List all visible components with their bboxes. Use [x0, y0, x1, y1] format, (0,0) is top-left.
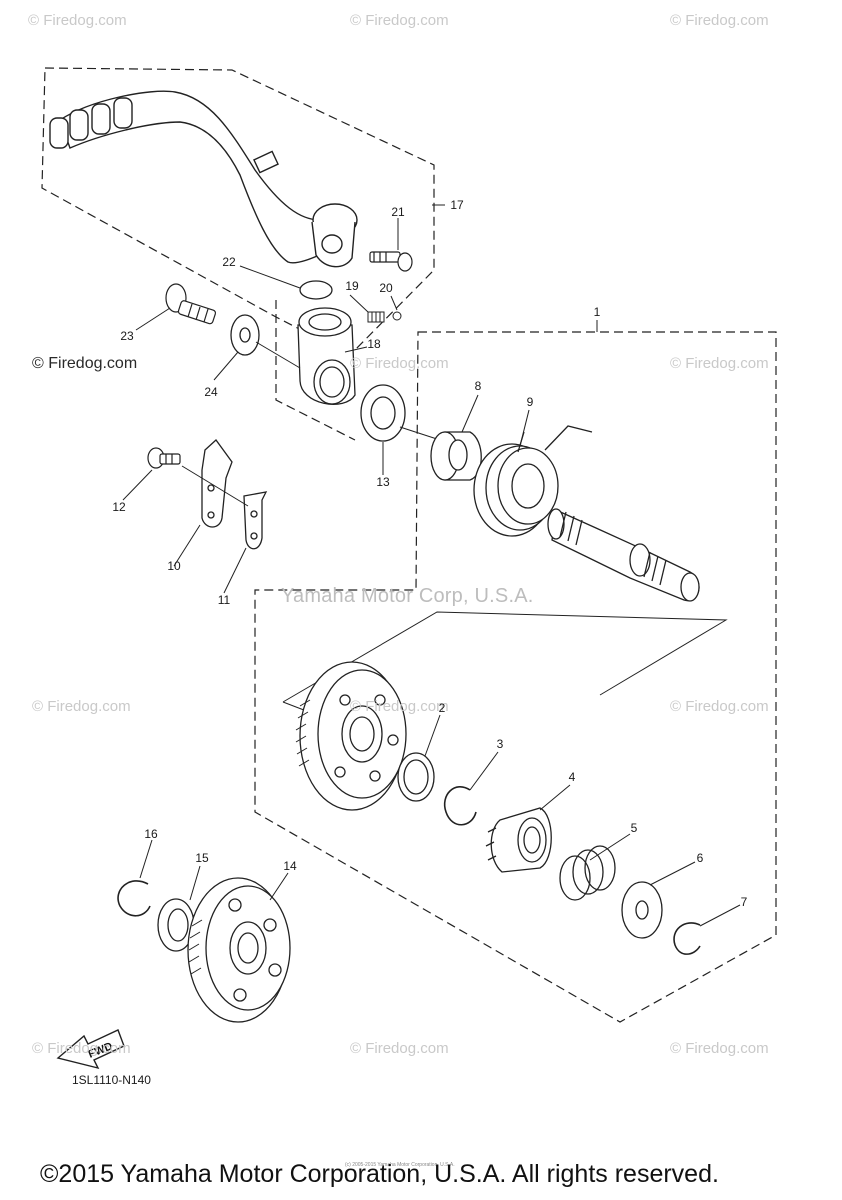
- plate-11: [243, 491, 268, 550]
- circlip-16: [117, 880, 151, 917]
- copyright-footer: ©2015 Yamaha Motor Corporation, U.S.A. A…: [40, 1160, 719, 1188]
- watermark-brand: © Firedog.com: [32, 355, 138, 372]
- part-label-2: 2: [438, 701, 446, 715]
- part-label-11: 11: [217, 593, 231, 607]
- part-label-20: 20: [379, 281, 393, 295]
- part-label-17: 17: [450, 198, 464, 212]
- spring-5: [559, 845, 616, 901]
- part-label-4: 4: [568, 770, 576, 784]
- pin-boss-outline: [275, 300, 356, 441]
- watermark-mid-center: © Firedog.com: [350, 355, 449, 372]
- washer-6: [621, 881, 663, 939]
- bolt-21: [369, 251, 413, 272]
- watermark-bottom-right: © Firedog.com: [670, 1040, 769, 1057]
- part-label-16: 16: [144, 827, 158, 841]
- corp-watermark: Yamaha Motor Corp, U.S.A.: [281, 585, 534, 607]
- idle-gear-14: [187, 877, 291, 1023]
- fwd-arrow-icon: [56, 1029, 125, 1070]
- watermark-bottom-center: © Firedog.com: [350, 1040, 449, 1057]
- part-label-13: 13: [376, 475, 390, 489]
- part-label-14: 14: [283, 859, 297, 873]
- kick-gear: [295, 661, 407, 811]
- bushing-8: [430, 431, 482, 481]
- part-label-8: 8: [474, 379, 482, 393]
- spring-19: [367, 311, 385, 323]
- kick-boss: [297, 307, 356, 405]
- gear-to-shaft-guide: [282, 611, 728, 703]
- watermark-low-right: © Firedog.com: [670, 698, 769, 715]
- circlip-3: [443, 786, 477, 826]
- part-label-15: 15: [195, 851, 209, 865]
- torsion-spring-9: [473, 425, 593, 537]
- watermark-low-center: © Firedog.com: [350, 698, 449, 715]
- part-label-1: 1: [593, 305, 601, 319]
- kick-lever: [49, 90, 358, 268]
- ratchet-4: [485, 807, 552, 873]
- ball-20: [392, 311, 402, 321]
- washer-24: [230, 314, 260, 356]
- part-label-22: 22: [222, 255, 236, 269]
- watermark-top-right: © Firedog.com: [670, 12, 769, 29]
- watermark-top-center: © Firedog.com: [350, 12, 449, 29]
- part-label-19: 19: [345, 279, 359, 293]
- diagram-code: 1SL1110-N140: [72, 1073, 151, 1087]
- part-label-23: 23: [120, 329, 134, 343]
- oil-seal-13: [360, 384, 406, 442]
- o-ring-22: [299, 280, 333, 300]
- washer-15: [157, 898, 195, 952]
- plate-10: [201, 439, 233, 528]
- part-label-10: 10: [167, 559, 181, 573]
- circlip-7: [673, 922, 701, 955]
- part-label-21: 21: [391, 205, 405, 219]
- part-label-3: 3: [496, 737, 504, 751]
- part-label-5: 5: [630, 821, 638, 835]
- bolt-12: [147, 447, 181, 469]
- part-label-18: 18: [367, 337, 381, 351]
- part-label-9: 9: [526, 395, 534, 409]
- kick-lever-group-outline: [41, 67, 435, 356]
- part-label-24: 24: [204, 385, 218, 399]
- tiny-notice: (c) 2005-2015 Yamaha Motor Corporation, …: [345, 1162, 455, 1168]
- watermark-top-left: © Firedog.com: [28, 12, 127, 29]
- watermark-bottom-left: © Firedog.com: [32, 1040, 131, 1057]
- washer-2: [397, 752, 435, 802]
- watermark-low-left: © Firedog.com: [32, 698, 131, 715]
- part-label-7: 7: [740, 895, 748, 909]
- part-label-12: 12: [112, 500, 126, 514]
- part-label-6: 6: [696, 851, 704, 865]
- kick-shaft: [547, 508, 700, 602]
- watermark-mid-right: © Firedog.com: [670, 355, 769, 372]
- kick-shaft-group-outline: [254, 331, 777, 1023]
- bolt-23: [165, 283, 217, 325]
